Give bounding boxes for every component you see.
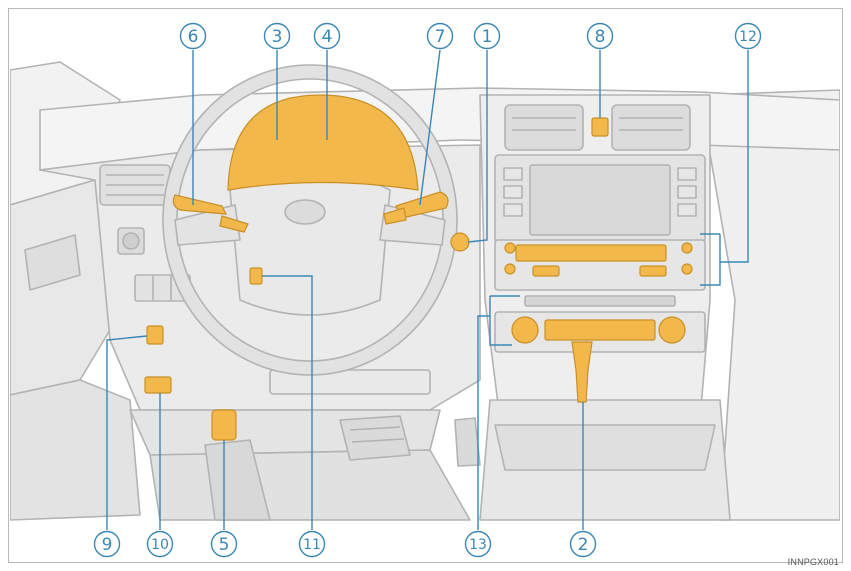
audio-knob-right-top: [682, 243, 692, 253]
engine-switch: [451, 233, 469, 251]
screen-button: [504, 168, 522, 180]
callout-2: 2: [571, 532, 596, 557]
screen-button: [504, 186, 522, 198]
callout-8: 8: [588, 24, 613, 49]
callout-1: 1: [475, 24, 500, 49]
audio-knob-left-bottom: [505, 264, 515, 274]
callout-9: 9: [95, 532, 120, 557]
callout-number: 5: [219, 535, 230, 555]
hazard-button: [592, 118, 608, 136]
screen-button: [678, 168, 696, 180]
callout-5: 5: [212, 532, 237, 557]
audio-small-left: [533, 266, 559, 276]
climate-dial-left: [512, 317, 538, 343]
door-armrest: [10, 380, 140, 520]
callout-number: 8: [595, 27, 606, 47]
audio-knob-right-bottom: [682, 264, 692, 274]
callout-3: 3: [265, 24, 290, 49]
mirror-switch: [147, 326, 163, 344]
callout-13: 13: [466, 532, 491, 557]
callout-6: 6: [181, 24, 206, 49]
steering-hub: [230, 170, 390, 315]
climate-dial-right: [659, 317, 685, 343]
cd-slot: [525, 296, 675, 306]
footwell: [150, 450, 470, 520]
screen-button: [678, 204, 696, 216]
callout-number: 12: [739, 29, 757, 45]
callout-number: 13: [469, 537, 487, 553]
display-screen: [530, 165, 670, 235]
callout-number: 10: [151, 537, 169, 553]
callout-number: 3: [272, 27, 283, 47]
console-lid: [495, 425, 715, 470]
image-code: INNPGX001: [788, 557, 839, 567]
callout-12: 12: [736, 24, 761, 49]
door-panel: [10, 180, 110, 395]
audio-button-row: [516, 245, 666, 261]
hood-release: [145, 377, 171, 393]
knob: [123, 233, 139, 249]
callout-number: 9: [102, 535, 113, 555]
accelerator-pedal: [455, 418, 480, 466]
callout-11: 11: [300, 532, 325, 557]
steering-column-switch: [250, 268, 262, 284]
callout-number: 2: [578, 535, 589, 555]
audio-small-right: [640, 266, 666, 276]
callout-number: 4: [322, 27, 333, 47]
climate-buttons: [545, 320, 655, 340]
vent-right-center: [612, 105, 690, 150]
callout-number: 7: [435, 27, 446, 47]
steering-emblem: [285, 200, 325, 224]
brake-pedal: [340, 416, 410, 460]
callout-10: 10: [148, 532, 173, 557]
callout-number: 11: [303, 537, 321, 553]
callout-4: 4: [315, 24, 340, 49]
vent-left-center: [505, 105, 583, 150]
callout-7: 7: [428, 24, 453, 49]
callout-number: 1: [482, 27, 493, 47]
audio-knob-left-top: [505, 243, 515, 253]
screen-button: [678, 186, 696, 198]
screen-button: [504, 204, 522, 216]
callout-number: 6: [188, 27, 199, 47]
parking-brake: [212, 410, 236, 440]
